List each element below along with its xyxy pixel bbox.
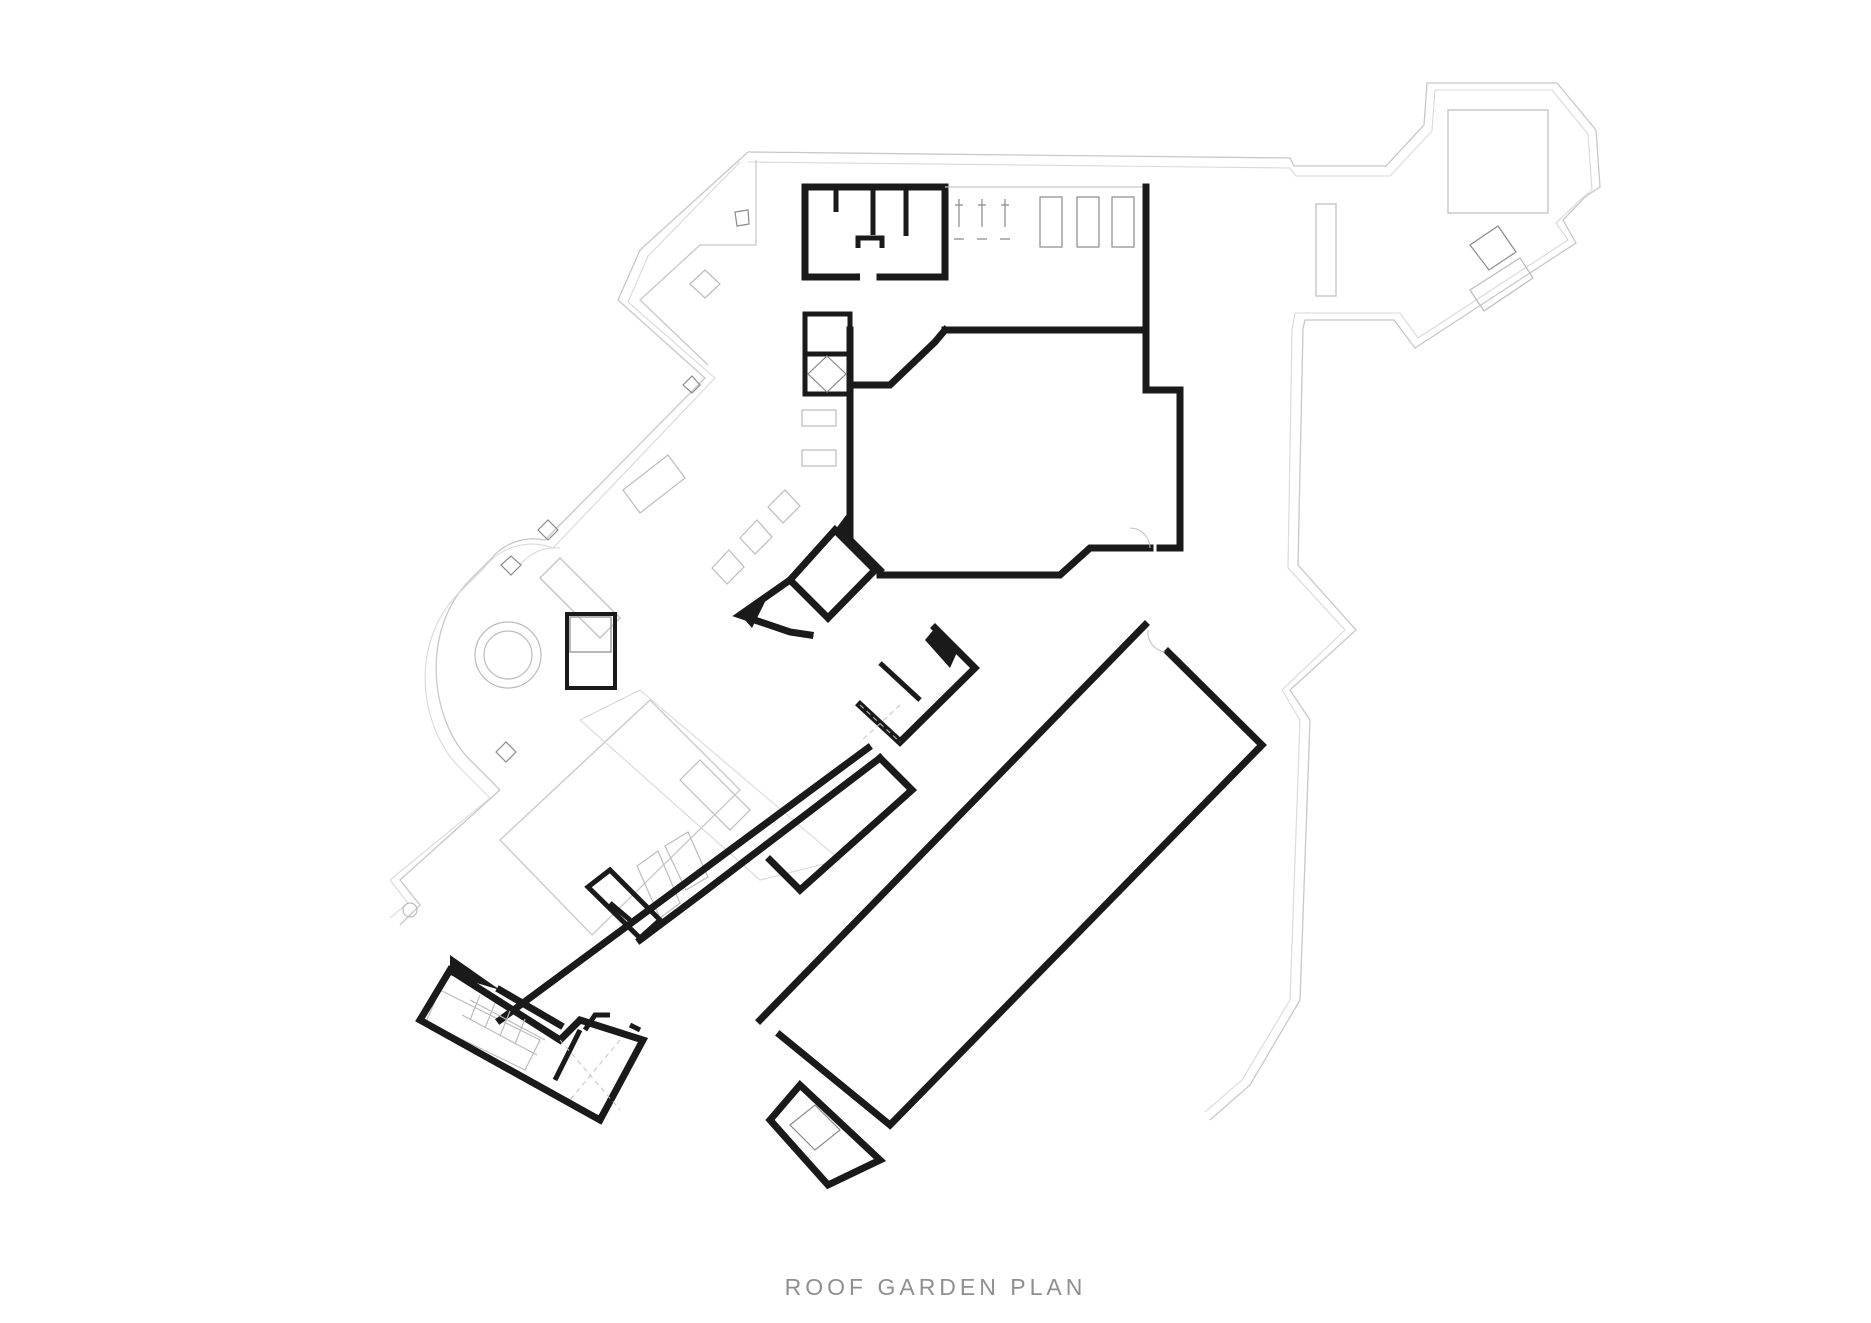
gym-block (801, 183, 1150, 334)
long-hall (755, 620, 1267, 1190)
terrace-outline (389, 82, 1601, 1121)
central-core (732, 510, 980, 747)
drawing-title: ROOF GARDEN PLAN (784, 1274, 1087, 1300)
terrace-furniture (402, 109, 1549, 1071)
main-hall (802, 311, 1184, 579)
diagonal-corridor (495, 743, 918, 1025)
stair-core (415, 955, 649, 1125)
garden-pavilion (565, 612, 617, 690)
